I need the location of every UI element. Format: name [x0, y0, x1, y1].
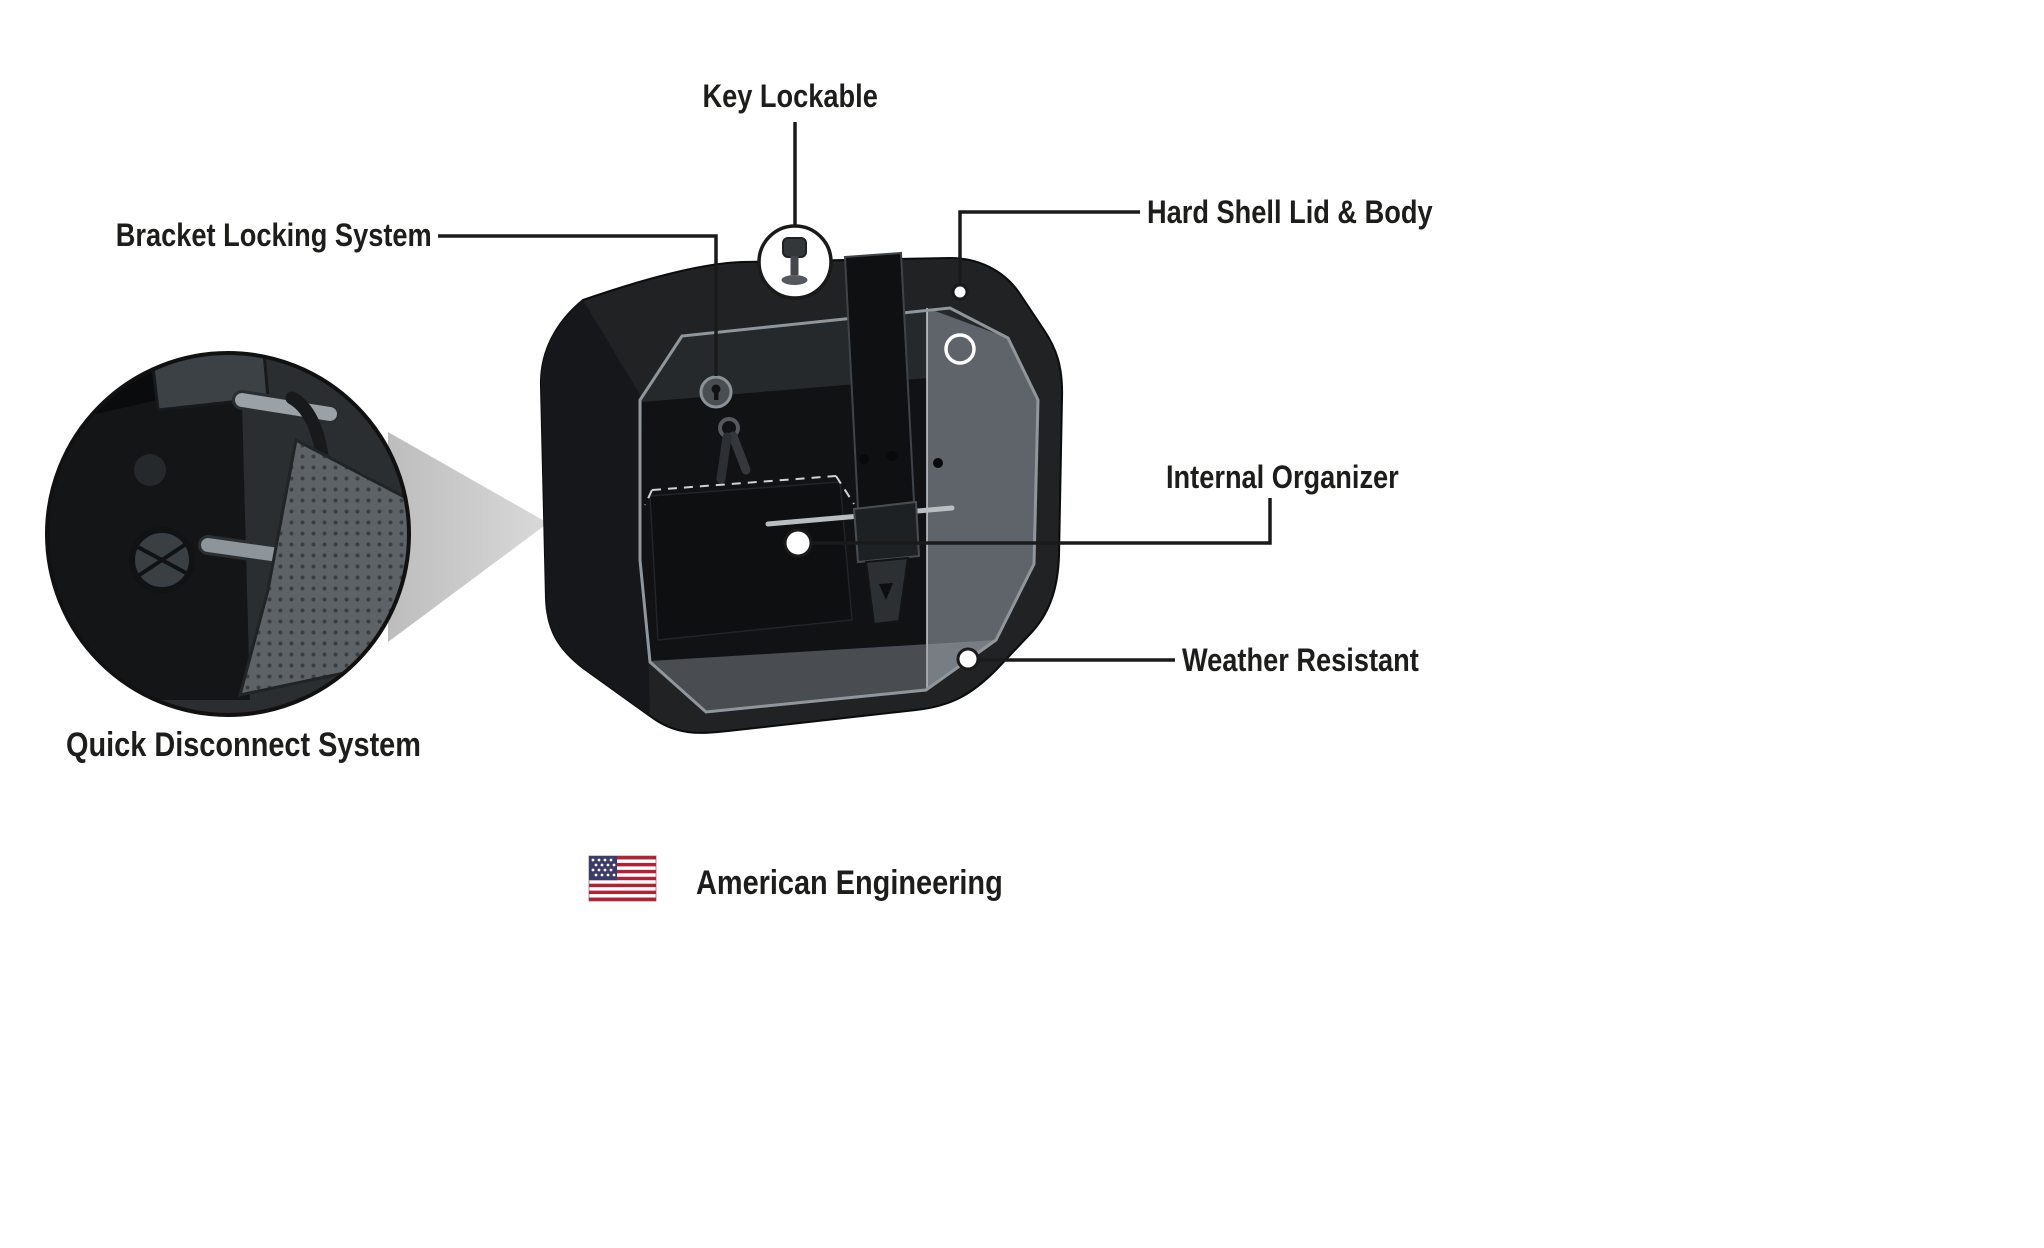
magnifier-wedge — [388, 432, 548, 642]
label-bracket-locking-system-text: Bracket Locking System — [116, 217, 432, 253]
bracket-lock — [699, 375, 751, 484]
label-weather-resistant: Weather Resistant — [1182, 642, 1461, 679]
connector-dot-weather-resistant — [956, 647, 980, 671]
label-internal-organizer: Internal Organizer — [1166, 459, 1440, 496]
quick-disconnect-inset — [45, 351, 411, 717]
connector-ring-hard-shell — [944, 333, 976, 365]
connector-dot-hard-shell — [951, 283, 969, 301]
label-key-lockable: Key Lockable — [590, 78, 990, 115]
label-bracket-locking-system: Bracket Locking System — [0, 217, 432, 254]
label-american-engineering: American Engineering — [696, 864, 1057, 903]
label-key-lockable-text: Key Lockable — [702, 78, 878, 114]
label-quick-disconnect-system-text: Quick Disconnect System — [66, 726, 421, 764]
key-circle — [757, 224, 833, 300]
label-weather-resistant-text: Weather Resistant — [1182, 642, 1419, 678]
label-hard-shell-lid-body-text: Hard Shell Lid & Body — [1147, 194, 1433, 230]
saddlebag-illustration — [539, 251, 1064, 734]
connector-dot-internal-organizer — [783, 528, 813, 558]
label-hard-shell-lid-body: Hard Shell Lid & Body — [1147, 194, 1483, 231]
label-american-engineering-text: American Engineering — [696, 864, 1003, 902]
callout-line-internal-organizer — [812, 498, 1272, 545]
label-quick-disconnect-system: Quick Disconnect System — [66, 726, 484, 765]
label-internal-organizer-text: Internal Organizer — [1166, 459, 1399, 495]
callout-lines — [438, 122, 1272, 662]
callout-line-hard-shell — [958, 210, 1140, 284]
us-flag-icon — [588, 855, 657, 902]
callout-line-bracket-locking — [438, 234, 718, 376]
internal-organizer-pocket — [644, 475, 955, 641]
